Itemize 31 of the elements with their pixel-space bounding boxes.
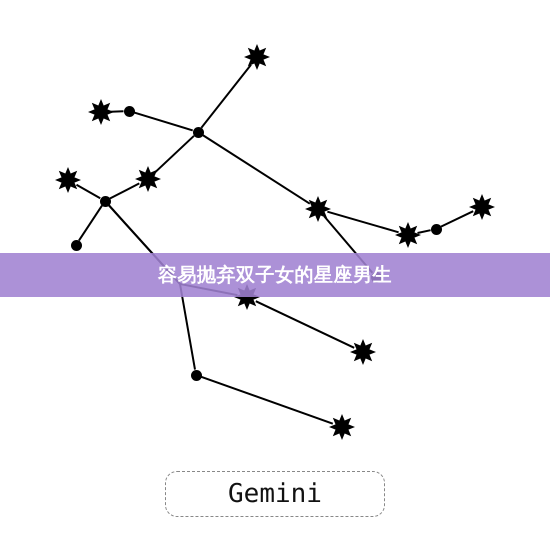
- star-icon: [395, 222, 421, 248]
- constellation-line: [440, 210, 474, 228]
- dot-icon: [190, 370, 202, 380]
- dot-icon: [430, 224, 442, 234]
- star-icon: [305, 196, 331, 222]
- star-icon: [350, 339, 376, 365]
- title: 容易抛弃双子女的星座男生: [158, 263, 392, 288]
- constellation-line: [76, 184, 101, 200]
- constellation-name: Gemini: [228, 479, 322, 509]
- star-icon: [469, 194, 495, 220]
- dot-icon: [192, 126, 204, 138]
- constellation-line: [200, 64, 252, 128]
- constellation-line: [134, 112, 193, 132]
- star-icon: [329, 414, 355, 440]
- constellation-line: [110, 110, 124, 113]
- dot-icon: [70, 240, 82, 250]
- constellation-line: [109, 182, 140, 200]
- star-icon: [135, 166, 161, 192]
- constellation-line: [200, 376, 334, 425]
- constellation-line: [327, 210, 399, 234]
- dot-icon: [124, 106, 134, 116]
- constellation-line: [255, 300, 355, 349]
- constellation-line: [202, 134, 310, 205]
- label-box: [165, 471, 385, 517]
- star-icon: [244, 44, 270, 70]
- constellation-line: [78, 205, 103, 241]
- star-icon: [88, 99, 114, 125]
- dot-icon: [100, 196, 110, 206]
- constellation-line: [417, 229, 431, 234]
- constellation-line: [154, 135, 195, 174]
- star-icon: [55, 167, 81, 193]
